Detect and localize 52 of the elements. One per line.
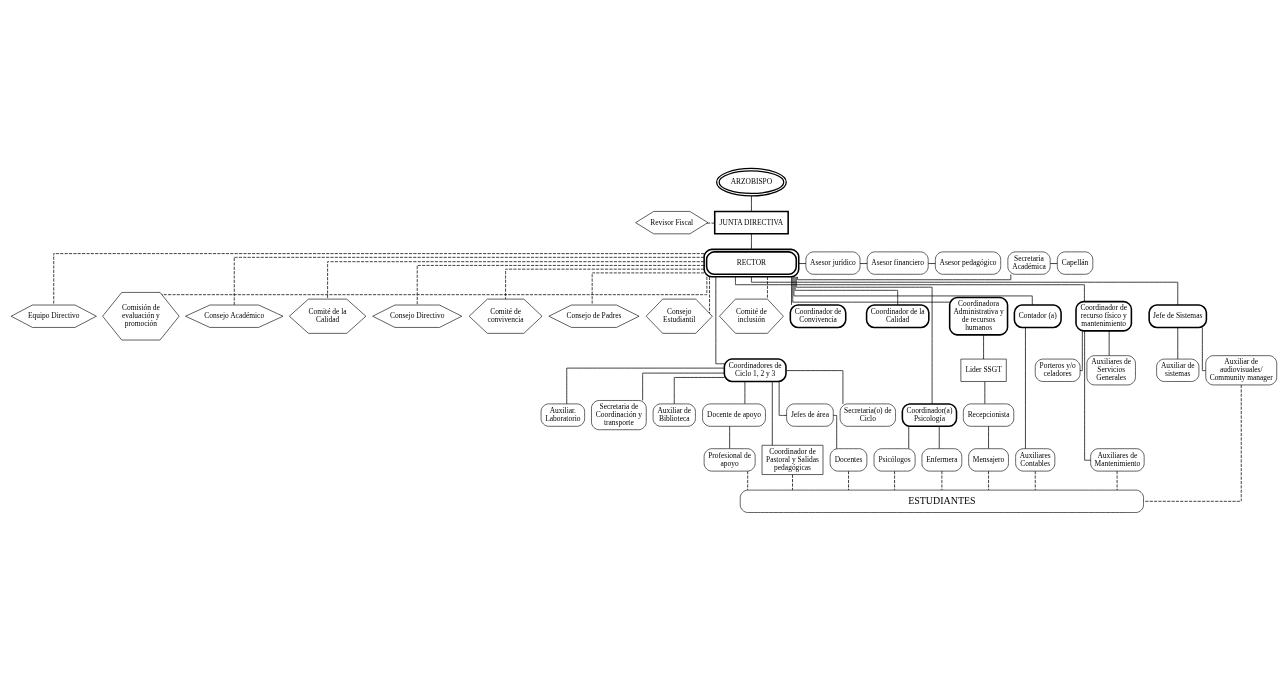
connector	[908, 425, 910, 449]
connector	[983, 334, 984, 359]
connector	[1177, 326, 1179, 359]
connector	[767, 276, 768, 299]
node-box: ESTUDIANTES	[739, 489, 1144, 513]
connector	[751, 195, 752, 212]
connector	[566, 367, 725, 404]
connector	[642, 372, 725, 401]
connector	[848, 470, 849, 490]
connector	[927, 262, 936, 264]
connector	[771, 380, 773, 446]
connector	[327, 260, 705, 299]
connector	[729, 425, 731, 449]
connector	[161, 275, 708, 295]
connector	[747, 470, 749, 490]
connector	[984, 380, 986, 404]
connector	[53, 252, 705, 305]
connector	[1025, 326, 1026, 449]
connector	[706, 222, 716, 223]
connector	[751, 233, 752, 250]
connector	[859, 262, 868, 264]
connector	[793, 275, 1033, 305]
connector	[1079, 330, 1083, 371]
connector	[416, 264, 705, 305]
connector	[795, 275, 933, 404]
connector	[792, 473, 793, 490]
connector	[988, 425, 989, 449]
connector	[1201, 326, 1207, 371]
connector	[894, 470, 895, 490]
connector	[233, 256, 705, 305]
connector	[792, 276, 950, 303]
connector	[938, 425, 940, 449]
connector	[1084, 330, 1091, 461]
connector	[709, 276, 710, 314]
connector	[505, 268, 705, 299]
connector	[715, 276, 725, 364]
connector	[988, 470, 989, 490]
connector	[794, 276, 899, 305]
connector	[1050, 262, 1058, 264]
connector	[735, 276, 1085, 302]
connector	[744, 380, 746, 404]
connector	[751, 275, 1179, 305]
connector	[833, 414, 838, 449]
connector	[778, 380, 787, 416]
connector	[1034, 470, 1036, 490]
connector	[785, 369, 844, 404]
connector	[798, 262, 807, 264]
connector	[797, 273, 1012, 280]
connector	[1108, 330, 1110, 356]
connector	[673, 376, 725, 404]
connector	[791, 276, 792, 305]
connector	[591, 272, 705, 305]
